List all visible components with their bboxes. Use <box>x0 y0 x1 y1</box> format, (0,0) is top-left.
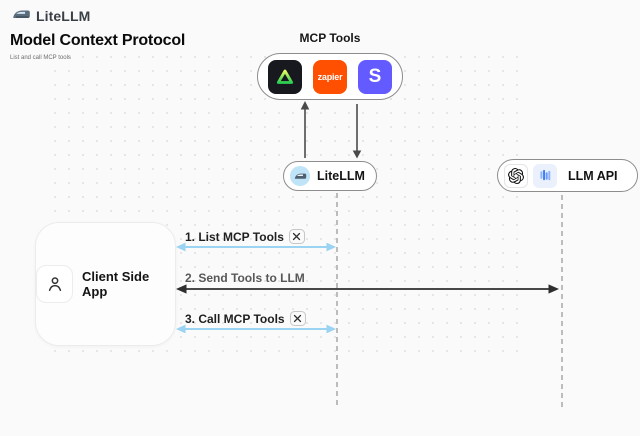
page-subtitle: List and call MCP tools <box>10 55 71 61</box>
message-1-label: 1. List MCP Tools <box>185 229 284 244</box>
triangle-tool-icon <box>268 59 302 94</box>
message-3-label: 3. Call MCP Tools <box>185 311 285 326</box>
stripe-icon: S <box>358 59 392 94</box>
app-header: LiteLLM <box>12 7 90 25</box>
mcp-tools-node: zapier S <box>257 53 403 100</box>
brand-name: LiteLLM <box>36 8 91 24</box>
litellm-node-label: LiteLLM <box>317 169 365 183</box>
llm-bars-icon <box>533 163 557 188</box>
message-3: 3. Call MCP Tools <box>185 311 306 326</box>
litellm-train-icon <box>290 166 310 186</box>
zapier-wordmark: zapier <box>317 71 343 82</box>
message-1: 1. List MCP Tools <box>185 229 305 244</box>
litellm-node: LiteLLM <box>283 161 377 191</box>
page-title: Model Context Protocol <box>10 32 186 49</box>
llm-api-node: LLM API <box>497 159 638 192</box>
mcp-tools-label: MCP Tools <box>299 31 361 45</box>
stripe-letter: S <box>368 65 382 87</box>
openai-icon <box>504 163 528 188</box>
train-icon <box>12 7 31 25</box>
message-2-label: 2. Send Tools to LLM <box>185 271 305 285</box>
client-node-label: Client Side App <box>82 269 150 299</box>
hammer-wrench-icon <box>288 229 305 244</box>
person-icon <box>36 265 74 303</box>
client-side-app-node: Client Side App <box>35 222 176 346</box>
message-2: 2. Send Tools to LLM <box>185 271 305 285</box>
llm-api-node-label: LLM API <box>568 168 618 183</box>
hammer-wrench-icon <box>289 311 306 326</box>
zapier-icon: zapier <box>313 59 347 94</box>
